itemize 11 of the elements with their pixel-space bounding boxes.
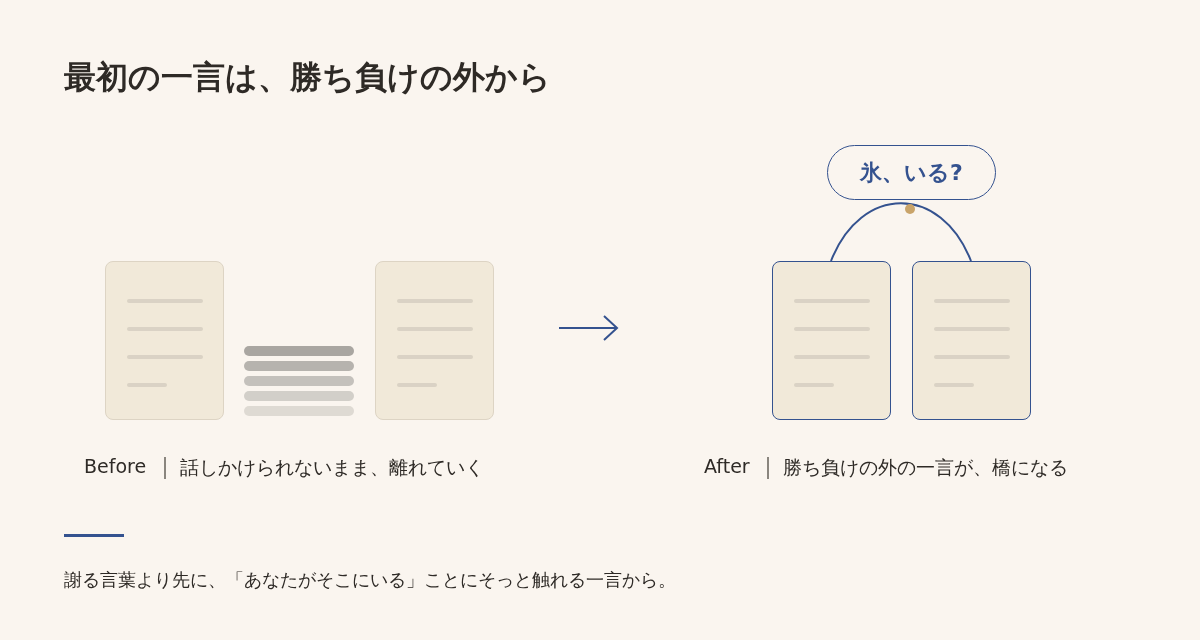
title: 最初の一言は、勝ち負けの外から bbox=[64, 57, 551, 98]
document-card bbox=[375, 261, 494, 420]
document-card bbox=[772, 261, 891, 420]
caption-text: 勝ち負けの外の一言が、橋になる bbox=[783, 455, 1068, 480]
footnote: 謝る言葉より先に、「あなたがそこにいる」ことにそっと触れる一言から。 bbox=[64, 568, 676, 592]
document-card bbox=[912, 261, 1031, 420]
document-card bbox=[105, 261, 224, 420]
caption-label: Before bbox=[84, 455, 147, 477]
caption-label: After bbox=[704, 455, 750, 477]
caption-text: 話しかけられないまま、離れていく bbox=[180, 455, 484, 480]
bridge-arc bbox=[830, 202, 972, 262]
